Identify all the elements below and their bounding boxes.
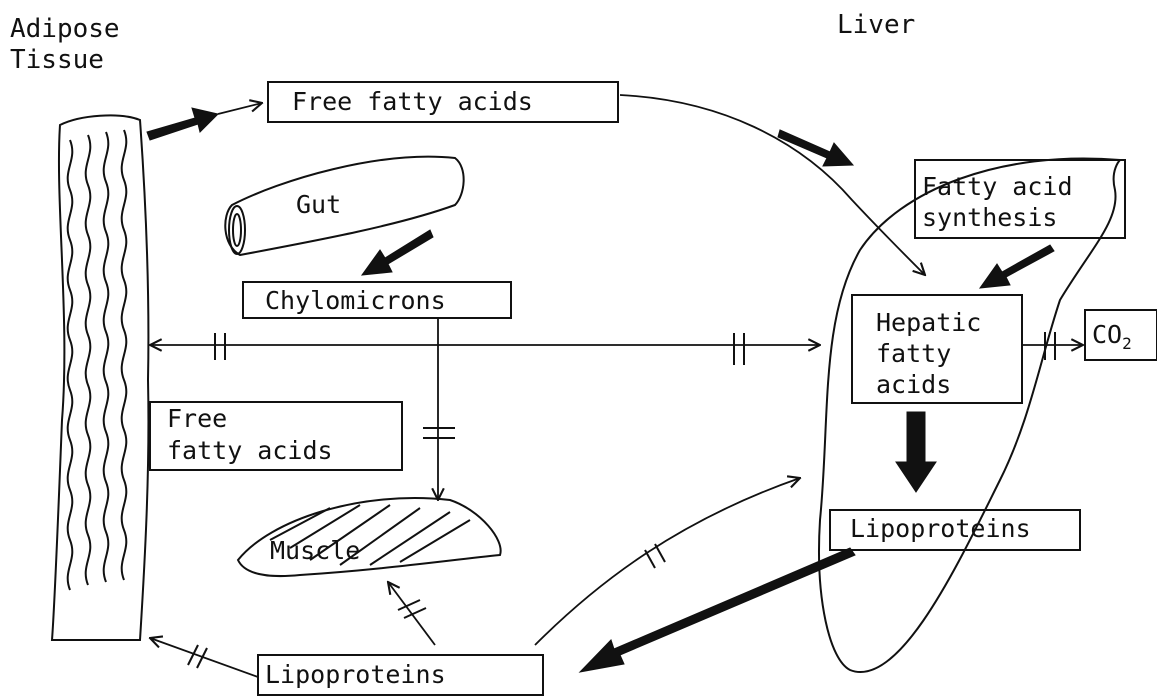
fatty-acid-synthesis-label-line2: synthesis bbox=[922, 203, 1057, 233]
free-fatty-acids-top-label: Free fatty acids bbox=[292, 87, 533, 117]
free-fatty-acids-mid-label-line1: Free bbox=[167, 404, 227, 434]
bold-arrow-hepatic-to-lipoproteins bbox=[896, 412, 936, 492]
liver-label: Liver bbox=[837, 10, 915, 40]
arrow-lipo-to-adipose bbox=[150, 638, 258, 677]
co2-label-base: CO bbox=[1092, 320, 1122, 349]
fatty-acid-synthesis-label-line1: Fatty acid bbox=[922, 172, 1073, 202]
hepatic-fatty-acids-label-line1: Hepatic bbox=[876, 308, 981, 338]
bold-arrow-ffa-to-liver bbox=[778, 130, 853, 166]
free-fatty-acids-mid-label-line2: fatty acids bbox=[167, 436, 333, 466]
bold-arrow-lipoproteins-to-bottom bbox=[580, 548, 855, 672]
gut-label: Gut bbox=[296, 190, 341, 220]
co2-label: CO2 bbox=[1092, 320, 1132, 359]
chylomicrons-label: Chylomicrons bbox=[265, 286, 446, 316]
hepatic-fatty-acids-label-line3: acids bbox=[876, 370, 951, 400]
bold-arrow-adipose-to-ffa bbox=[147, 108, 218, 140]
arrow-ffa-to-hepatic bbox=[620, 95, 925, 275]
adipose-tissue-label-line2: Tissue bbox=[10, 45, 104, 75]
adipose-tissue-label-line1: Adipose bbox=[10, 14, 120, 44]
hepatic-fatty-acids-label-line2: fatty bbox=[876, 339, 951, 369]
arrow-lipo-to-liver bbox=[535, 478, 800, 645]
bold-arrow-gut-to-chylomicrons bbox=[362, 230, 433, 275]
lipoproteins-bottom-label: Lipoproteins bbox=[265, 660, 446, 690]
liver-outline bbox=[819, 158, 1120, 672]
lipoproteins-liver-label: Lipoproteins bbox=[850, 514, 1031, 544]
co2-label-subscript: 2 bbox=[1122, 334, 1132, 353]
muscle-label: Muscle bbox=[270, 536, 360, 566]
arrow-to-ffa-box bbox=[218, 103, 262, 114]
bold-arrow-synthesis-to-hepatic bbox=[980, 245, 1054, 288]
adipose-tissue-shape bbox=[52, 115, 148, 640]
